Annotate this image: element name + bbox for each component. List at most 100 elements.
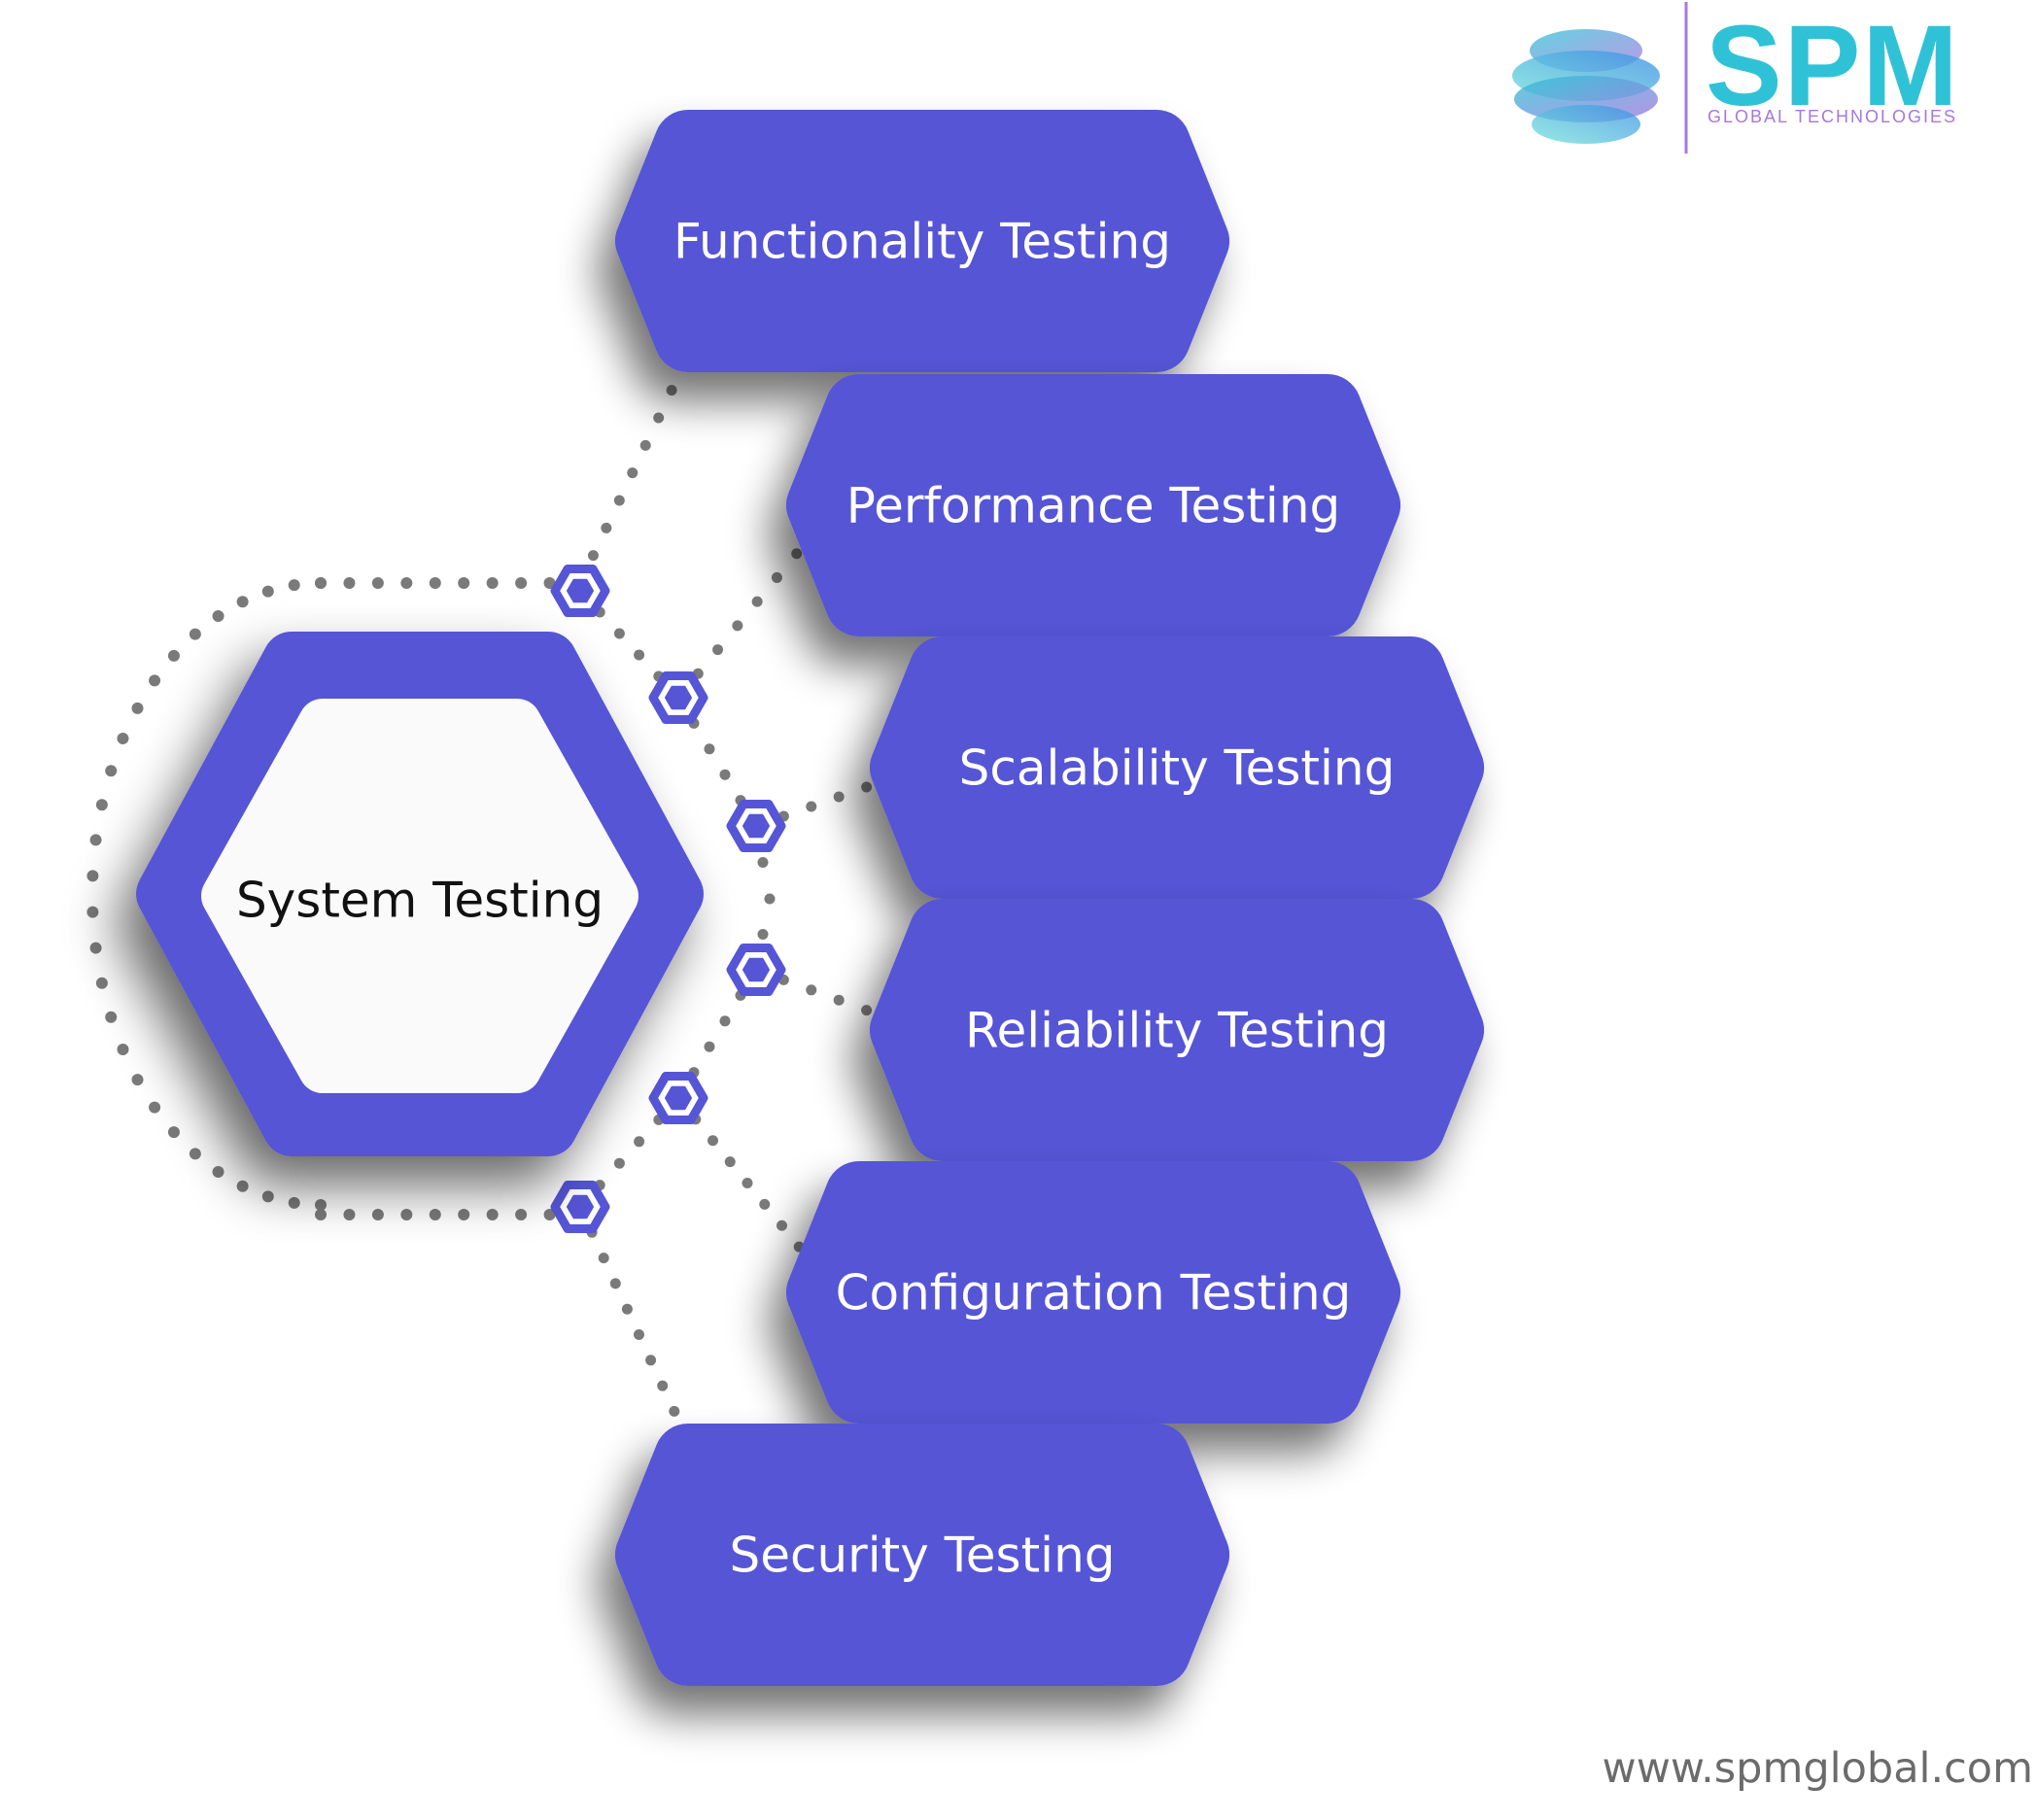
connector-hex-icon xyxy=(726,799,786,853)
connector-dot xyxy=(86,870,99,882)
logo-tagline: GLOBAL TECHNOLOGIES xyxy=(1708,107,1957,126)
branch-label: Reliability Testing xyxy=(965,1003,1389,1059)
connector-dot xyxy=(429,577,441,589)
connector-dot xyxy=(759,1198,771,1210)
branch-node-3: Scalability Testing xyxy=(870,636,1484,899)
connector-dot xyxy=(861,781,873,793)
branch-node-shape xyxy=(870,636,1484,899)
connector-dot xyxy=(666,385,677,396)
connector-dot xyxy=(400,577,413,589)
connector-dot xyxy=(236,1180,249,1192)
connector-dot xyxy=(719,1015,731,1027)
connector-dot xyxy=(833,994,845,1006)
branch-node-shape xyxy=(615,1424,1229,1686)
connector-dot xyxy=(613,628,625,639)
branch-node-shape xyxy=(870,899,1484,1161)
connector-dot xyxy=(515,577,528,589)
connector-dot xyxy=(613,1157,625,1169)
branch-node-shape xyxy=(786,374,1400,636)
connector-dot xyxy=(117,1044,129,1055)
connector-dot xyxy=(429,1209,441,1220)
connector-hex-icon xyxy=(550,564,610,618)
connector-dot xyxy=(601,522,612,533)
connector-dot xyxy=(149,674,161,687)
connector-dot xyxy=(634,649,645,661)
connector-dot xyxy=(757,929,769,940)
connector-dot xyxy=(343,577,356,589)
branch-label: Security Testing xyxy=(730,1528,1116,1584)
connector-dot xyxy=(315,577,327,589)
connector-dot xyxy=(167,649,180,662)
connector-dot xyxy=(771,571,782,583)
center-label: System Testing xyxy=(236,873,604,929)
connector-hex-icon xyxy=(648,670,708,725)
branch-node-2: Performance Testing xyxy=(786,374,1400,636)
connector-dot xyxy=(621,1303,633,1315)
connector-dot xyxy=(861,1005,873,1016)
branch-label: Performance Testing xyxy=(846,478,1341,534)
branch-node-6: Security Testing xyxy=(615,1424,1229,1686)
connector-markers xyxy=(550,564,786,1234)
connector-dot xyxy=(704,743,715,755)
connector-dot xyxy=(627,467,638,479)
branch-label: Scalability Testing xyxy=(959,740,1396,797)
branch-label: Configuration Testing xyxy=(836,1265,1352,1322)
connector-hex-icon xyxy=(648,1071,708,1125)
connector-dot xyxy=(371,1209,384,1220)
connector-dot xyxy=(95,977,108,989)
connector-dot xyxy=(764,893,776,905)
connector-dot xyxy=(724,1156,736,1168)
connector-dot xyxy=(89,942,102,954)
connector-dot xyxy=(117,733,129,744)
connector-dot xyxy=(261,1190,274,1203)
connector-dot xyxy=(105,765,118,777)
logo: SPM GLOBAL TECHNOLOGIES xyxy=(1512,2,1958,154)
connector-dot xyxy=(212,1165,224,1178)
connector-dot xyxy=(95,799,108,811)
branch-node-1: Functionality Testing xyxy=(615,110,1229,372)
connector-dot xyxy=(653,412,665,424)
connector-dot xyxy=(131,1074,144,1086)
connector-dot xyxy=(515,1209,528,1220)
connector-dot xyxy=(791,548,803,560)
connector-dot xyxy=(609,1278,621,1289)
connector-dot xyxy=(598,1253,609,1264)
connector-dot xyxy=(712,644,724,656)
connector-dot xyxy=(86,906,99,918)
connector-dot xyxy=(131,702,144,714)
connector-dot xyxy=(806,801,817,812)
connector-dot xyxy=(400,1209,413,1220)
site-url: www.spmglobal.com xyxy=(1603,1744,2033,1793)
connector-hex-icon xyxy=(726,943,786,997)
connector-dot xyxy=(89,834,102,846)
connector-dot xyxy=(212,610,224,623)
branch-node-shape xyxy=(786,1161,1400,1424)
connector-dot xyxy=(236,596,249,608)
connector-dot xyxy=(732,620,743,632)
connector-dot xyxy=(315,1199,327,1211)
connector-dot xyxy=(486,577,499,589)
connector-hex-icon xyxy=(550,1180,610,1234)
connector-dot xyxy=(261,585,274,598)
connector-dot xyxy=(371,577,384,589)
connector-dot xyxy=(543,1209,556,1220)
branch-node-shape xyxy=(615,110,1229,372)
center-node: System Testing xyxy=(136,632,704,1156)
connector-dot xyxy=(751,596,763,607)
connector-dot xyxy=(833,791,845,803)
connector-dot xyxy=(707,1135,718,1147)
connector-dot xyxy=(458,1209,470,1220)
connector-dot xyxy=(742,1178,753,1188)
connector-dot xyxy=(149,1101,161,1114)
connector-dot xyxy=(719,769,731,780)
connector-dot xyxy=(776,1219,787,1231)
connector-dot xyxy=(189,1148,201,1160)
connector-dot xyxy=(645,1355,657,1366)
connector-dot xyxy=(288,579,300,592)
connector-dot xyxy=(634,1329,644,1340)
branch-label: Functionality Testing xyxy=(673,214,1171,270)
connector-dot xyxy=(189,628,201,640)
